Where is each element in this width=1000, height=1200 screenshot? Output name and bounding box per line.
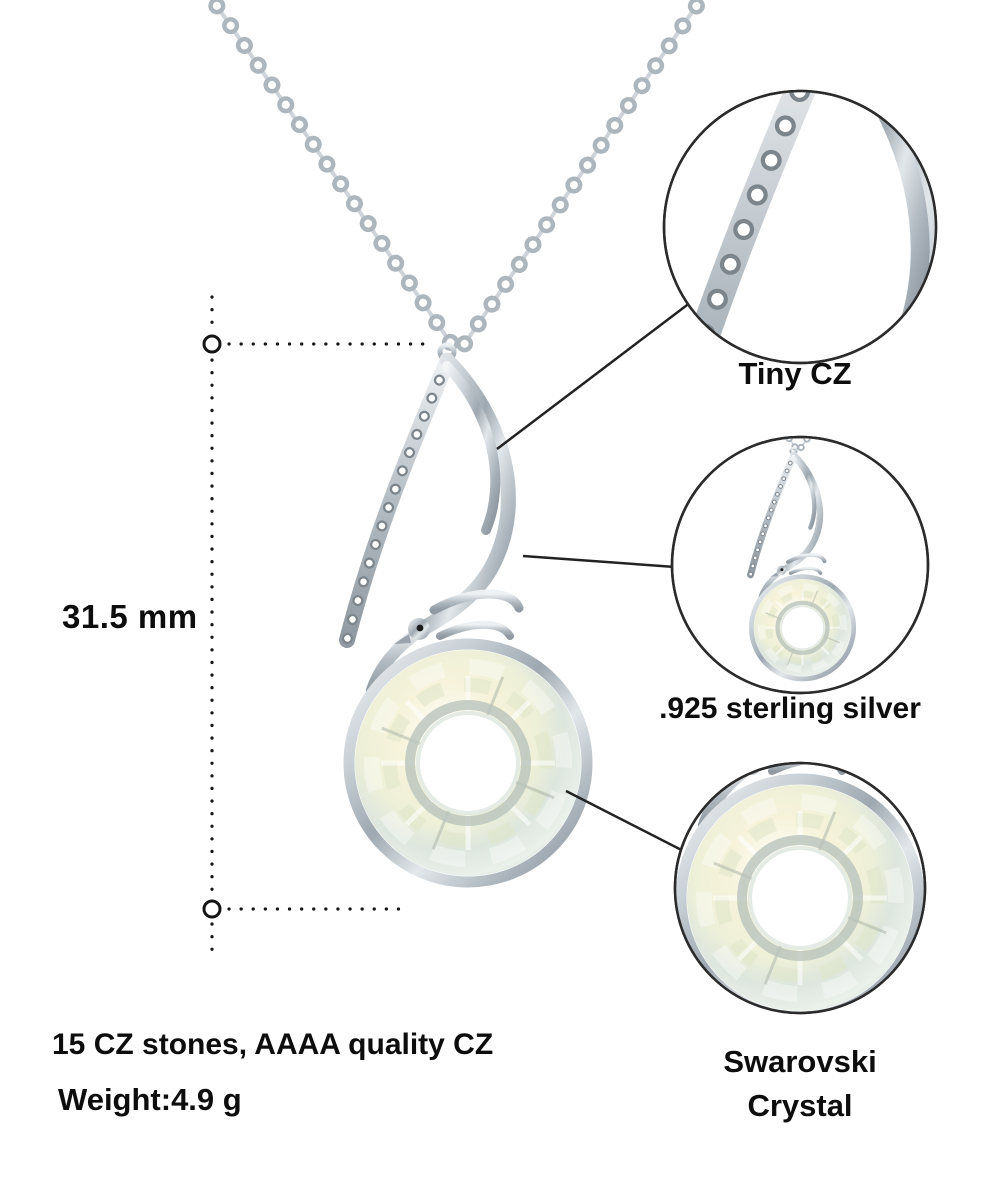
spec-stones-text: 15 CZ stones, AAAA quality CZ xyxy=(52,1028,494,1061)
spec-weight-text: Weight:4.9 g xyxy=(58,1082,242,1117)
callout-label-tiny-cz: Tiny CZ xyxy=(738,356,852,391)
callout-circle-swarovski xyxy=(673,761,927,1015)
callout-label-swarovski-crystal: Swarovski Crystal xyxy=(723,1044,877,1124)
measure-ring-top xyxy=(202,334,222,354)
callout-label-sterling-silver: .925 sterling silver xyxy=(659,692,921,725)
measure-ring-bottom xyxy=(202,899,222,919)
measurement-label: 31.5 mm xyxy=(62,598,198,635)
callout-circle-sterling-silver xyxy=(670,435,930,695)
callout-circle-tiny-cz xyxy=(662,89,938,365)
measurement-guides xyxy=(202,295,429,960)
